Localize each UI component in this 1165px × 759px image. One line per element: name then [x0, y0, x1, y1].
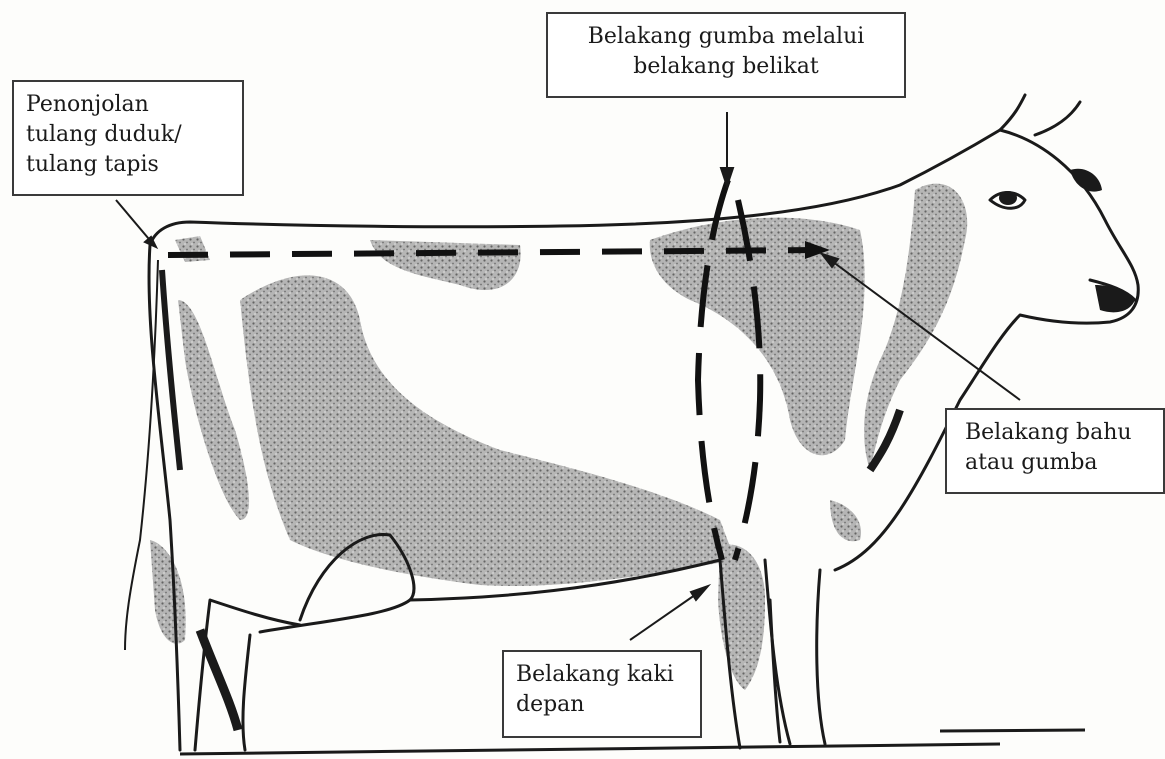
tail [125, 260, 158, 650]
label-line: tulang duduk/ [26, 120, 230, 150]
label-ischial-tuberosity: Penonjolan tulang duduk/ tulang tapis [12, 80, 244, 196]
label-line: Belakang gumba melalui [560, 22, 892, 52]
label-line: Penonjolan [26, 90, 230, 120]
cow-nose [1095, 285, 1135, 312]
label-behind-shoulder: Belakang bahu atau gumba [945, 408, 1165, 494]
label-line: atau gumba [965, 448, 1151, 478]
ground-line-right [940, 730, 1085, 731]
label-line: Belakang bahu [965, 418, 1151, 448]
label-line: tulang tapis [26, 150, 230, 180]
label-line: depan [516, 690, 688, 720]
label-line: belakang belikat [560, 52, 892, 82]
leg-dark-stroke [200, 630, 238, 730]
cow-eye [999, 191, 1017, 205]
coat-spots [150, 184, 967, 690]
ground-line [180, 744, 1000, 754]
label-line: Belakang kaki [516, 660, 688, 690]
cow-ear [1070, 169, 1102, 192]
label-behind-foreleg: Belakang kaki depan [502, 650, 702, 738]
tail-dark-stroke [162, 270, 180, 470]
label-withers-behind-scapula: Belakang gumba melalui belakang belikat [546, 12, 906, 98]
